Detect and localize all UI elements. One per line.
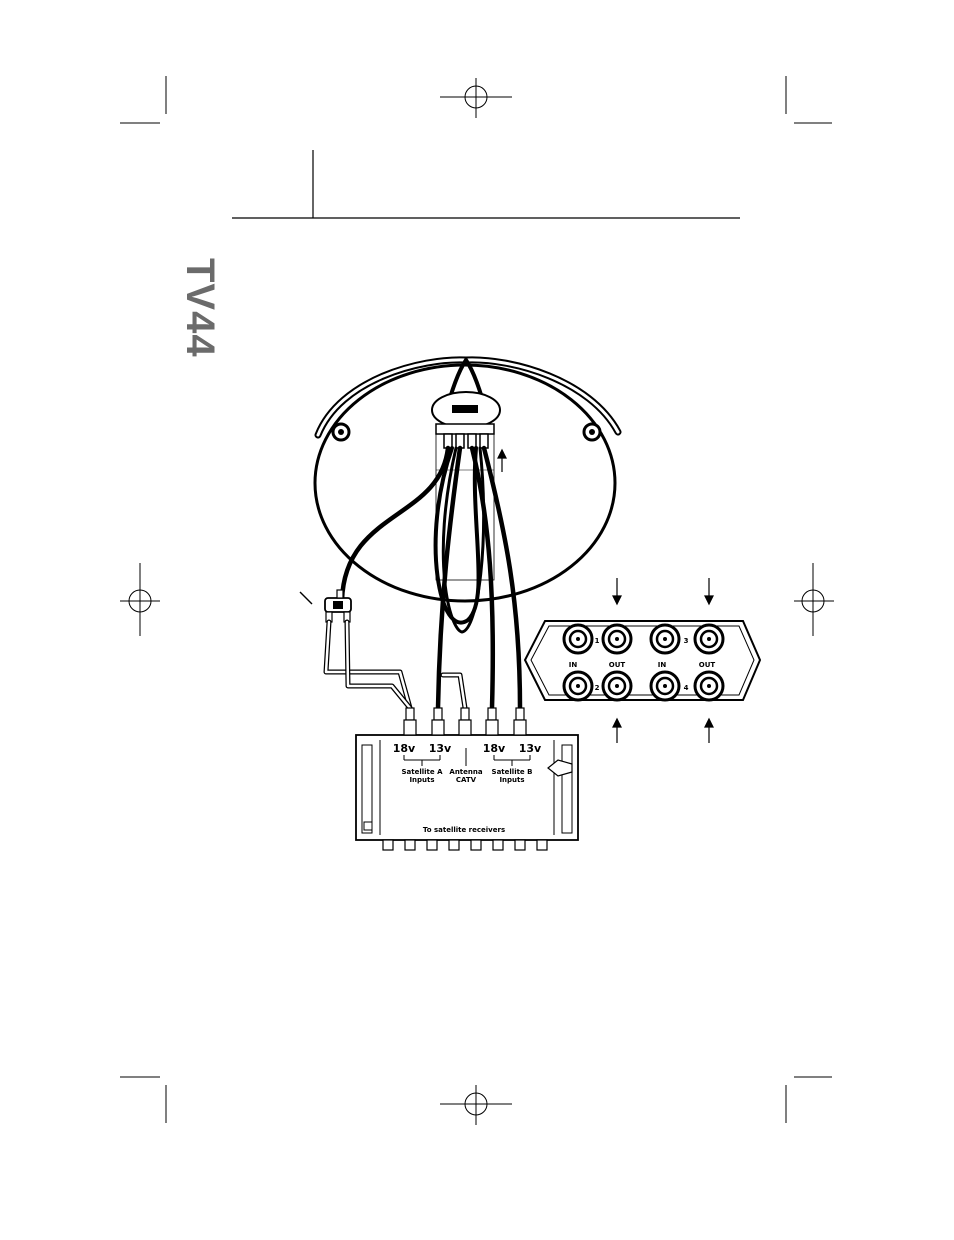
port-out-1 [603, 625, 631, 653]
receivers-label: To satellite receivers [423, 826, 505, 834]
port-number-4: 4 [684, 684, 689, 692]
registration-mark-right [794, 563, 834, 636]
label-in-left: IN [569, 661, 578, 669]
label-13v-a: 13v [429, 742, 452, 755]
port-in-1 [564, 625, 592, 653]
sat-b-label-1: Satellite B [492, 768, 533, 776]
arm-mount-left [333, 424, 349, 440]
coax-cables [342, 448, 520, 708]
port-in-2 [564, 672, 592, 700]
label-out-right: OUT [699, 661, 716, 669]
registration-mark-top [440, 78, 512, 118]
port-in-4 [651, 672, 679, 700]
lnb-head [432, 392, 500, 448]
label-18v-a: 18v [393, 742, 416, 755]
arm-mount-right [584, 424, 600, 440]
port-out-4 [695, 672, 723, 700]
label-in-right: IN [658, 661, 667, 669]
port-in-3 [651, 625, 679, 653]
multiswitch-output-connectors [383, 840, 547, 850]
port-out-2 [603, 672, 631, 700]
header-rule [232, 150, 740, 218]
antenna-label-2: CATV [456, 776, 477, 784]
port-number-2: 2 [595, 684, 600, 692]
antenna-label-1: Antenna [449, 768, 482, 776]
side-label: TV44 [177, 258, 222, 358]
label-out-left: OUT [609, 661, 626, 669]
registration-mark-bottom [440, 1085, 512, 1125]
label-18v-b: 18v [483, 742, 506, 755]
multiswitch-input-connectors [404, 708, 526, 735]
lnb-arrow [498, 450, 506, 472]
splitter-box [525, 621, 760, 700]
port-number-1: 1 [595, 637, 600, 645]
port-out-3 [695, 625, 723, 653]
label-13v-b: 13v [519, 742, 542, 755]
port-number-3: 3 [684, 637, 689, 645]
diplexer [300, 590, 351, 622]
sat-a-label-1: Satellite A [401, 768, 443, 776]
sat-b-label-2: Inputs [499, 776, 524, 784]
registration-mark-left [120, 563, 160, 636]
multiswitch: 18v 13v 18v 13v Satellite A Inputs Anten… [356, 735, 578, 840]
sat-a-label-2: Inputs [409, 776, 434, 784]
jumper-cables [326, 622, 465, 708]
